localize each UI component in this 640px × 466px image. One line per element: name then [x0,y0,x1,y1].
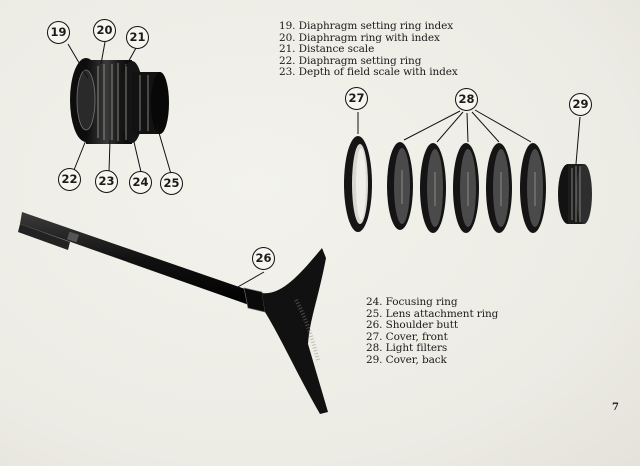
legend-bottom: 24. Focusing ring 25. Lens attachment ri… [366,296,499,367]
legend-item: 26. Shoulder butt [366,319,458,332]
callout-28: 28 [455,88,478,111]
callout-26: 26 [252,247,275,270]
legend-item: 20. Diaphragm ring with index [279,31,440,44]
legend-top: 19. Diaphragm setting ring index 20. Dia… [279,20,458,79]
legend-item: 22. Diaphragm setting ring [279,54,422,67]
lens-illustration [67,41,172,175]
callout-22: 22 [58,168,81,191]
callout-29: 29 [569,93,592,116]
back-cover-illustration [558,116,592,224]
legend-item: 27. Cover, front [366,330,448,343]
callout-27: 27 [345,87,368,110]
callout-23: 23 [95,170,118,193]
shoulder-stock-illustration [18,212,328,414]
callout-19: 19 [47,21,70,44]
legend-item: 21. Distance scale [279,43,375,56]
callout-24: 24 [129,171,152,194]
legend-item: 28. Light filters [366,342,448,355]
legend-item: 24. Focusing ring [366,296,458,308]
legend-item: 19. Diaphragm setting ring index [279,20,454,32]
callout-20: 20 [93,19,116,42]
legend-item: 25. Lens attachment ring [366,307,499,320]
legend-item: 23. Depth of field scale with index [279,66,458,79]
legend-item: 29. Cover, back [366,353,447,366]
page-number: 7 [612,402,619,413]
front-cover-illustration [344,112,372,232]
callout-21: 21 [126,26,149,49]
callout-25: 25 [160,172,183,195]
light-filters-illustration [387,109,546,233]
